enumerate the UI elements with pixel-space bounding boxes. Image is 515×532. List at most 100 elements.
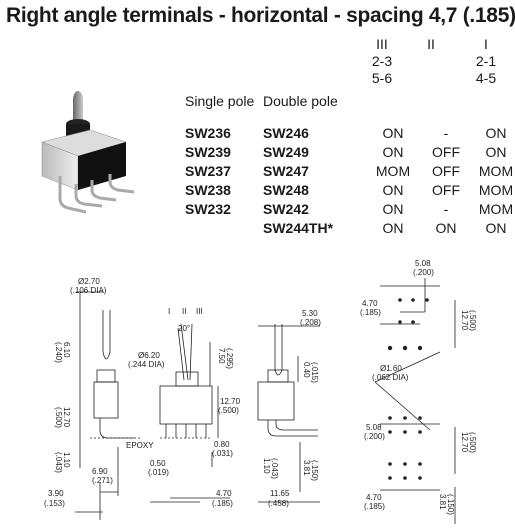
dim-label: Ø1.60 [380, 364, 402, 373]
double-pole-part: SW247 [263, 163, 309, 179]
double-pole-part: SW246 [263, 125, 309, 141]
state-iii: ON [382, 125, 404, 141]
dim-label: (.015) [310, 362, 319, 383]
page-title: Right angle terminals - horizontal - spa… [6, 4, 515, 27]
dim-label: (.153) [44, 499, 65, 508]
dim-label: Ø2.70 [78, 277, 100, 286]
state-iii: ON [382, 182, 404, 198]
dim-label: 3.81 [438, 494, 447, 510]
epoxy-label: EPOXY [126, 441, 154, 450]
state-ii: ON [435, 220, 457, 236]
switch-photo [41, 91, 135, 214]
state-i: MOM [478, 201, 514, 217]
single-pole-part: SW238 [185, 182, 231, 198]
dim-label: 4.70 [366, 493, 382, 502]
position-contacts-iii-1: 2-3 [371, 53, 393, 69]
dim-label: (.185) [364, 502, 385, 511]
dim-label: (.458) [268, 499, 289, 508]
single-pole-part: SW236 [185, 125, 231, 141]
state-iii: ON [382, 201, 404, 217]
dim-label: (.500) [54, 407, 63, 428]
state-ii: OFF [432, 163, 460, 179]
single-pole-part: SW237 [185, 163, 231, 179]
drawing-side-view-2 [257, 324, 320, 503]
dim-label: (.500) [468, 432, 477, 453]
technical-drawings: Ø2.70 (.106 DIA) 6.10 (.240) 12.70 (.500… [44, 259, 477, 524]
dim-label: 12.70 [460, 432, 469, 453]
position-mark: III [196, 307, 203, 316]
dim-label: 0.80 [214, 440, 230, 449]
position-label-iii: III [376, 36, 388, 52]
header-single-pole: Single pole [185, 93, 255, 109]
dim-label: (.271) [92, 476, 113, 485]
state-i: ON [485, 144, 507, 160]
dim-label: 1.10 [262, 458, 271, 474]
position-contacts-iii-2: 5-6 [371, 70, 393, 86]
position-mark: II [182, 307, 186, 316]
dim-label: (.062 DIA) [372, 373, 409, 382]
header-double-pole: Double pole [263, 93, 338, 109]
dim-label: (.500) [218, 406, 239, 415]
dim-label: 3.90 [48, 489, 64, 498]
dim-label: Ø6.20 [138, 351, 160, 360]
dim-label: 5.08 [366, 423, 382, 432]
dim-label: 4.70 [362, 299, 378, 308]
double-pole-part: SW249 [263, 144, 309, 160]
dim-label: (.185) [360, 308, 381, 317]
dim-label: (.019) [148, 468, 169, 477]
position-contacts-i-1: 2-1 [475, 53, 497, 69]
dim-label: (.244 DIA) [128, 360, 165, 369]
state-i: ON [485, 220, 507, 236]
dim-label: (.043) [54, 452, 63, 473]
dim-label: 11.65 [270, 489, 290, 498]
position-contacts-i-2: 4-5 [475, 70, 497, 86]
state-i: ON [485, 125, 507, 141]
dim-label: 12.70 [220, 397, 241, 406]
dim-label: (.043) [270, 458, 279, 479]
dim-label: (.106 DIA) [70, 286, 107, 295]
dim-label: 5.08 [415, 259, 431, 268]
drawing-front-view [150, 323, 230, 503]
drawing-pcb-layout [374, 278, 456, 524]
dim-label: 6.10 [62, 342, 71, 358]
angle-label: 20° [178, 324, 190, 333]
dim-label: 0.40 [302, 362, 311, 378]
state-ii: OFF [432, 182, 460, 198]
dim-label: 4.70 [216, 489, 232, 498]
double-pole-part: SW244TH* [263, 220, 334, 236]
single-pole-part: SW239 [185, 144, 231, 160]
dim-label: (.185) [212, 499, 233, 508]
dim-label: 6.90 [92, 467, 108, 476]
dim-label: 3.81 [302, 460, 311, 476]
dim-label: 1.10 [62, 452, 71, 468]
dim-label: 5.30 [302, 309, 318, 318]
state-ii: - [443, 201, 449, 217]
dim-label: (.031) [212, 449, 233, 458]
dim-label: 12.70 [460, 310, 469, 331]
state-ii: OFF [432, 144, 460, 160]
state-i: MOM [478, 163, 514, 179]
dim-label: (.200) [413, 268, 434, 277]
double-pole-part: SW242 [263, 201, 309, 217]
double-pole-part: SW248 [263, 182, 309, 198]
dim-label: (.150) [446, 494, 455, 515]
state-iii: MOM [375, 163, 411, 179]
dim-label: (.208) [300, 318, 321, 327]
position-label-i: I [484, 36, 488, 52]
pcb-pads [387, 298, 429, 480]
position-mark: I [168, 307, 170, 316]
drawing-side-view-1 [75, 291, 140, 520]
dim-label: 0.50 [150, 459, 166, 468]
dim-label: (.295) [225, 348, 234, 369]
dim-label: 7.50 [217, 348, 226, 364]
state-i: MOM [478, 182, 514, 198]
dim-label: (.150) [310, 460, 319, 481]
dim-label: 12.70 [62, 407, 71, 428]
state-iii: ON [382, 220, 404, 236]
state-ii: - [443, 125, 449, 141]
dim-label: (.500) [468, 310, 477, 331]
single-pole-part: SW232 [185, 201, 231, 217]
state-iii: ON [382, 144, 404, 160]
dim-label: (.240) [54, 342, 63, 363]
dim-label: (.200) [364, 432, 385, 441]
